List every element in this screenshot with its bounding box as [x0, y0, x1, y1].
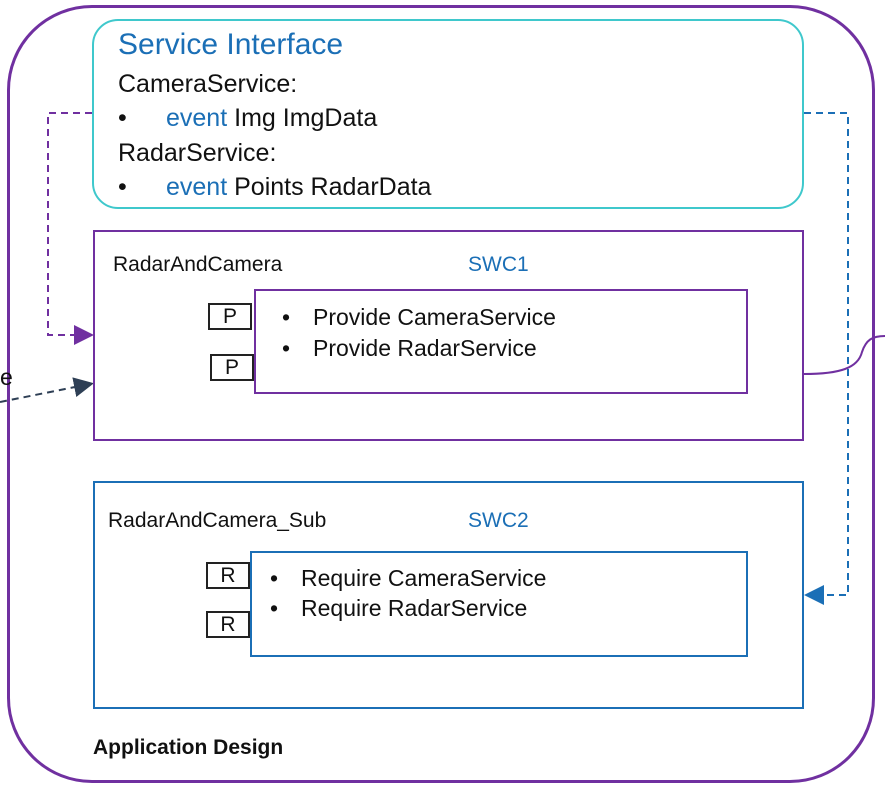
service-to-swc2-connector — [804, 112, 849, 605]
camera-service-label: CameraService: — [118, 70, 298, 98]
application-design-boundary — [7, 5, 875, 783]
service-to-swc1-connector — [47, 112, 94, 345]
swc1-port-box — [254, 289, 748, 394]
swc1-component-name: RadarAndCamera — [113, 253, 283, 276]
camera-event-line: event Img ImgData — [166, 104, 377, 133]
swc1-item-bullet: • — [282, 335, 291, 361]
require-port-2: R — [206, 611, 250, 638]
require-port-1: R — [206, 562, 250, 589]
external-to-swc1-connector — [0, 377, 94, 403]
provide-radar-service-item: Provide RadarService — [313, 335, 537, 361]
service-interface-title: Service Interface — [118, 28, 344, 61]
swc2-component-box — [93, 481, 804, 709]
require-radar-service-item: Require RadarService — [301, 595, 528, 621]
swc2-item-bullet: • — [270, 595, 279, 621]
service-interface-box — [92, 19, 804, 209]
swc1-external-link — [803, 335, 885, 375]
swc1-label: SWC1 — [468, 253, 529, 276]
swc2-port-box — [250, 551, 748, 657]
radar-event-line: event Points RadarData — [166, 173, 431, 202]
provide-port-1: P — [208, 303, 252, 330]
camera-event-bullet: • — [118, 104, 127, 132]
clipped-edge-text: e — [0, 364, 13, 390]
swc1-item-bullet: • — [282, 304, 291, 330]
radar-event-text: Points RadarData — [234, 173, 432, 201]
event-keyword: event — [166, 104, 228, 132]
require-camera-service-item: Require CameraService — [301, 565, 547, 591]
application-design-label: Application Design — [93, 736, 284, 759]
radar-event-bullet: • — [118, 173, 127, 201]
camera-event-text: Img ImgData — [234, 104, 378, 132]
swc2-label: SWC2 — [468, 509, 529, 532]
provide-camera-service-item: Provide CameraService — [313, 304, 556, 330]
swc2-item-bullet: • — [270, 565, 279, 591]
provide-port-2: P — [210, 354, 254, 381]
event-keyword: event — [166, 173, 228, 201]
radar-service-label: RadarService: — [118, 139, 277, 167]
swc1-component-box — [93, 230, 804, 441]
swc2-component-name: RadarAndCamera_Sub — [108, 509, 327, 532]
